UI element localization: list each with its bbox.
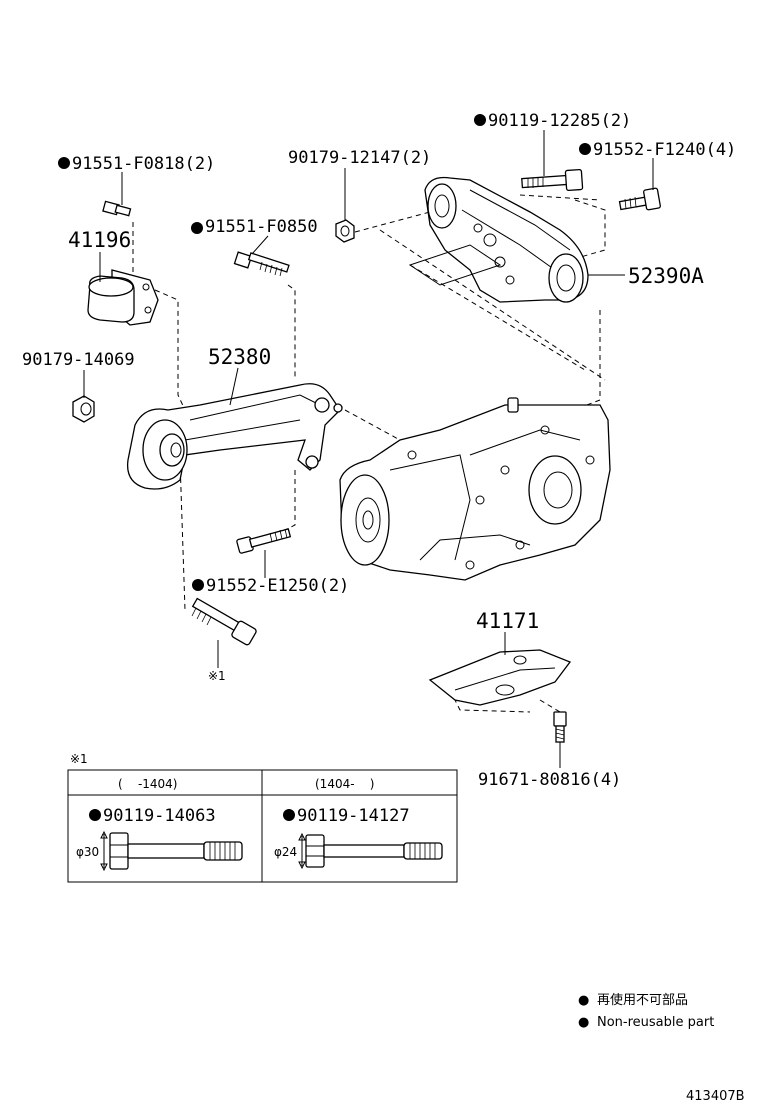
label-91671-80816: 91671-80816(4) — [478, 770, 621, 790]
note-col2-period: (1404- ) — [315, 777, 375, 791]
bolt-note-1 — [191, 597, 257, 646]
non-reusable-dot-p8 — [579, 143, 591, 155]
crossmember-52390A — [408, 176, 589, 303]
legend: ● 再使用不可部品 ● Non-reusable part — [578, 992, 714, 1030]
label-90179-14069: 90179-14069 — [22, 350, 135, 370]
label-91552-F1240: 91552-F1240(4) — [593, 140, 736, 160]
label-41171: 41171 — [476, 609, 539, 633]
bolt-91671-80816 — [553, 711, 567, 743]
legend-dot-1: ● — [578, 993, 589, 1008]
legend-text-ja: 再使用不可部品 — [597, 992, 688, 1008]
note-col2-part: 90119-14127 — [297, 806, 410, 826]
bracket-52380 — [126, 383, 343, 490]
non-reusable-dot-p1 — [58, 157, 70, 169]
label-90179-12147: 90179-12147(2) — [288, 148, 431, 168]
legend-dot-2: ● — [578, 1015, 589, 1030]
label-91551-F0818: 91551-F0818(2) — [72, 154, 215, 174]
note-marker: ※1 — [208, 669, 226, 683]
bolt-91552-F1240 — [618, 187, 661, 211]
label-90119-12285: 90119-12285(2) — [488, 111, 631, 131]
non-reusable-dot-note1 — [89, 809, 101, 821]
non-reusable-dot-p4 — [191, 222, 203, 234]
bolt-90119-12285 — [521, 168, 584, 192]
non-reusable-dot-note2 — [283, 809, 295, 821]
part-labels: 91551-F0818(2) 41196 90179-14069 91551-F… — [22, 111, 736, 790]
cushion-41196 — [87, 269, 159, 326]
nut-90179-12147 — [335, 219, 355, 243]
bolt-91551-F0818 — [102, 200, 132, 217]
legend-text-en: Non-reusable part — [597, 1015, 714, 1030]
non-reusable-dot-p10 — [192, 579, 204, 591]
note-col1-dimension: φ30 — [76, 845, 99, 859]
label-52380: 52380 — [208, 345, 271, 369]
note-bolt-1: φ30 — [76, 830, 243, 872]
leader-lines — [83, 130, 654, 768]
note-col1-period: ( -1404) — [118, 777, 178, 791]
bolt-91552-E1250 — [236, 528, 292, 554]
plate-41171 — [428, 649, 572, 706]
note-col1-part: 90119-14063 — [103, 806, 216, 826]
guide-lines — [132, 194, 606, 713]
nut-90179-14069 — [72, 395, 95, 423]
label-52390A: 52390A — [628, 264, 704, 288]
bolt-91551-F0850 — [233, 251, 290, 277]
label-41196: 41196 — [68, 228, 131, 252]
note-table-title: ※1 — [70, 752, 88, 766]
note-col2-dimension: φ24 — [274, 845, 297, 859]
label-91551-F0850: 91551-F0850 — [205, 217, 318, 237]
label-91552-E1250: 91552-E1250(2) — [206, 576, 349, 596]
transfer-case — [339, 397, 611, 581]
diagram-id: 413407B — [686, 1089, 745, 1104]
non-reusable-dot-p7 — [474, 114, 486, 126]
note-table: ※1 ( -1404) (1404- ) 90119-14063 90119-1… — [67, 752, 458, 883]
note-bolt-2: φ24 — [274, 832, 443, 870]
